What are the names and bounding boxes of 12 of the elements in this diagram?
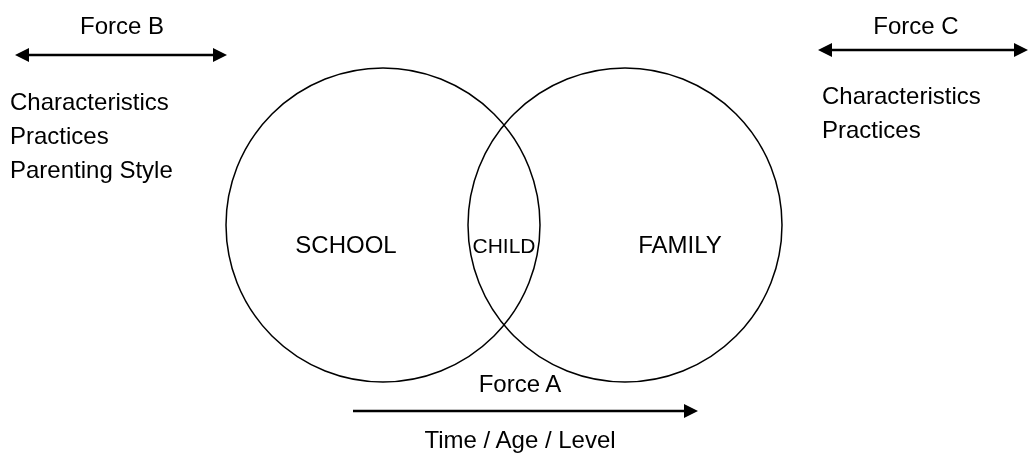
text-label: Practices xyxy=(822,118,921,142)
circle-label: SCHOOL xyxy=(295,231,397,259)
text-label: Force A xyxy=(478,372,562,396)
text-label: Force B xyxy=(80,14,164,38)
circle-label: FAMILY xyxy=(638,231,722,259)
text-label: Force C xyxy=(873,14,959,38)
text-label: Time / Age / Level xyxy=(424,428,616,452)
text-label: Practices xyxy=(10,124,109,148)
text-label: Characteristics xyxy=(10,90,169,114)
text-label: Parenting Style xyxy=(10,158,173,182)
text-label: CHILD xyxy=(472,235,536,256)
text-label: Characteristics xyxy=(822,84,981,108)
